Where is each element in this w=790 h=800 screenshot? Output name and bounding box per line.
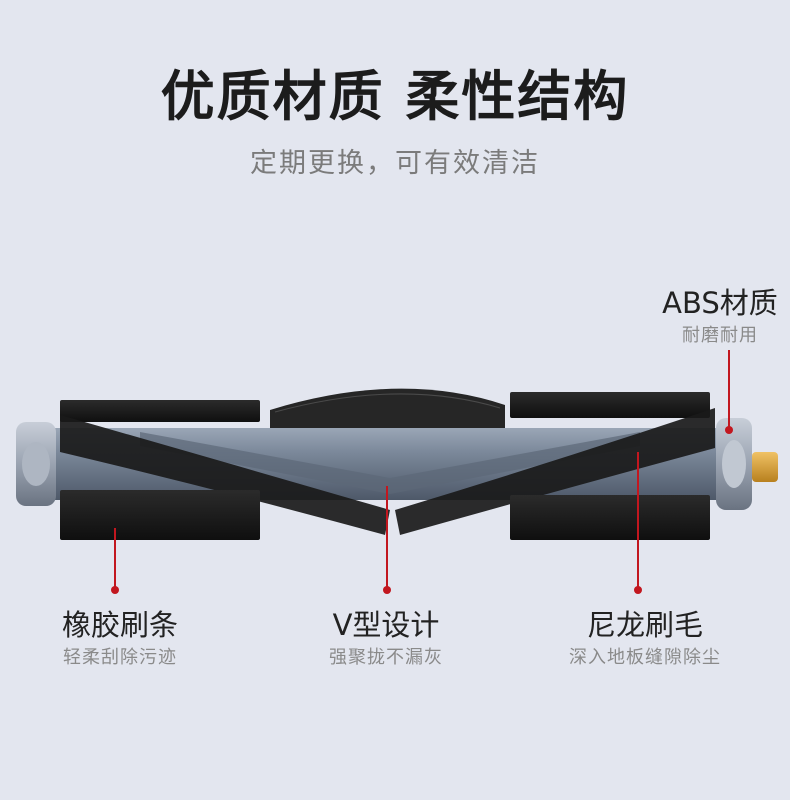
callout-rubber-title: 橡胶刷条 — [61, 608, 178, 642]
v-channel — [140, 432, 640, 494]
abs-leader-dot — [725, 426, 733, 434]
callout-vshape-title: V型设计 — [332, 608, 440, 642]
callout-rubber: 橡胶刷条 轻柔刮除污迹 — [40, 608, 200, 668]
nylon-leader-dot — [634, 586, 642, 594]
rubber-flap-right-top — [510, 392, 710, 418]
rubber-leader-line — [114, 528, 116, 588]
callout-nylon-title: 尼龙刷毛 — [586, 608, 703, 642]
vshape-leader-dot — [383, 586, 391, 594]
bristle-spiral-left — [60, 415, 390, 535]
abs-leader-line — [728, 350, 730, 430]
rubber-flap-left-top — [60, 400, 260, 422]
rubber-leader-dot — [111, 586, 119, 594]
callout-nylon: 尼龙刷毛 深入地板缝隙除尘 — [545, 608, 745, 668]
page-subtitle: 定期更换，可有效清洁 — [250, 148, 540, 179]
callout-abs: ABS材质 耐磨耐用 — [650, 286, 790, 346]
roller-brush-image — [16, 388, 778, 540]
vshape-leader-line — [386, 486, 388, 588]
axle — [752, 452, 778, 482]
callout-rubber-subtitle: 轻柔刮除污迹 — [63, 646, 177, 668]
callout-abs-title: ABS材质 — [662, 286, 778, 320]
nylon-leader-line — [637, 452, 639, 588]
bristle-spiral-right — [395, 408, 715, 535]
callout-nylon-subtitle: 深入地板缝隙除尘 — [569, 646, 721, 668]
callout-abs-subtitle: 耐磨耐用 — [682, 324, 758, 346]
rubber-flap-right-bottom — [510, 495, 710, 540]
rubber-flap-left-bottom — [60, 490, 260, 540]
callout-vshape: V型设计 强聚拢不漏灰 — [306, 608, 466, 668]
callout-vshape-subtitle: 强聚拢不漏灰 — [329, 646, 443, 668]
page-title: 优质材质 柔性结构 — [160, 65, 630, 128]
